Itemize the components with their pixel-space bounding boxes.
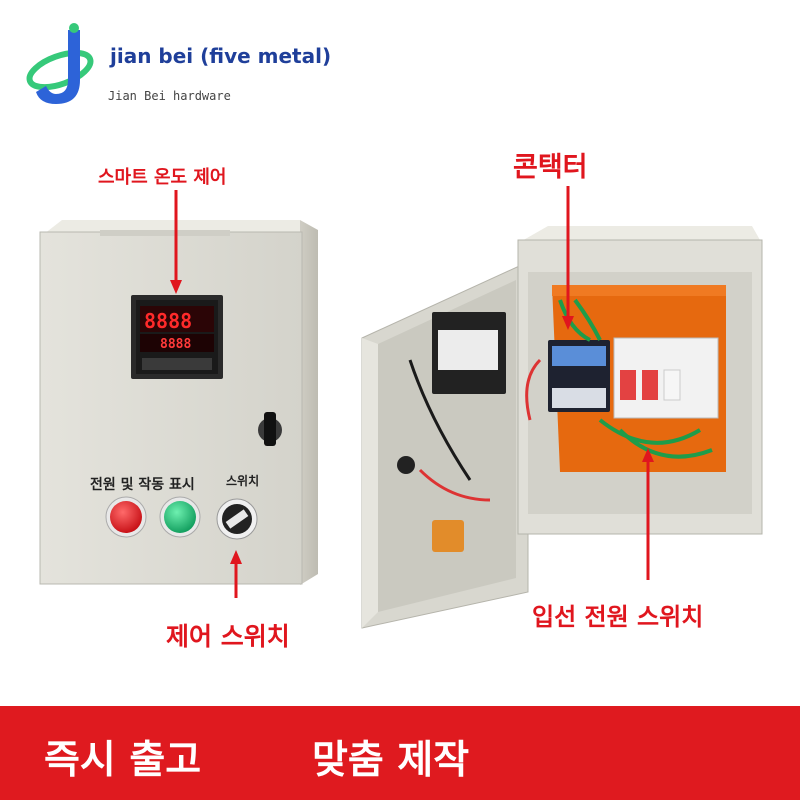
open-control-box [361,226,763,629]
controller-top-display: 8888 [144,309,192,333]
closed-control-box [39,220,318,585]
brand-name: jian bei (five metal) [110,44,332,68]
control-switch-label: 제어 스위치 [166,622,290,651]
mains-switch-label: 입선 전원 스위치 [532,603,704,631]
banner-ready-stock: 즉시 출고 [44,738,202,783]
power-indicator-label: 전원 및 작동 표시 [90,477,195,493]
controller-bottom-display: 8888 [160,337,191,352]
banner-custom-made: 맞춤 제작 [312,738,470,783]
brand-subtitle: Jian Bei hardware [108,89,231,103]
smart-temp-control-label: 스마트 온도 제어 [98,167,227,188]
product-photo: 8888 8888 [39,186,763,629]
panel-switch-label: 스위치 [226,474,260,488]
callout-arrows [170,186,654,598]
brand-logo-icon [26,23,94,104]
contactor-label: 콘택터 [513,152,588,183]
promo-banner [0,706,800,800]
